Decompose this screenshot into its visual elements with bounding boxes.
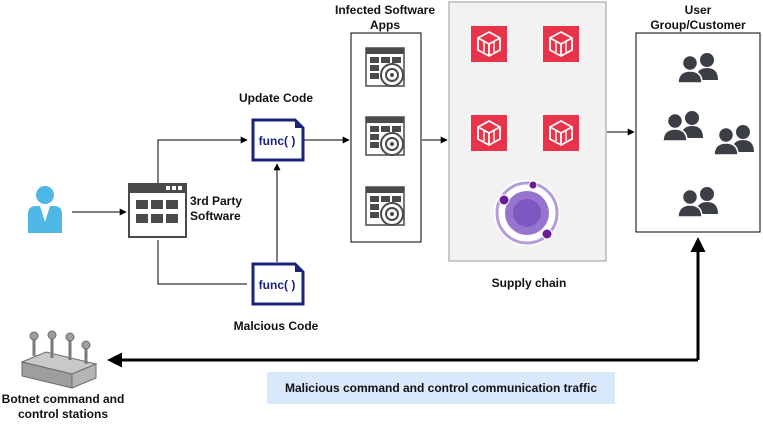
- traffic-label: Malicious command and control communicat…: [285, 381, 597, 395]
- update-code-func-text: func( ): [259, 134, 296, 148]
- third-party-label-line2: Software: [190, 209, 241, 223]
- botnet-station-icon: [20, 330, 98, 389]
- edge-3rd-party-to-update: [157, 136, 248, 183]
- infected-app-icon: [365, 186, 405, 226]
- third-party-software-icon: [128, 183, 187, 238]
- malicious-code-func-icon: func( ): [251, 262, 305, 306]
- supply-chain-hub-icon: [494, 180, 560, 246]
- edge-3rd-party-to-malicious: [157, 240, 247, 285]
- malicious-code-label: Malcious Code: [234, 319, 319, 333]
- infected-app-icon: [365, 116, 405, 156]
- attacker-user-icon: [28, 186, 62, 233]
- infected-app-icon: [365, 47, 405, 87]
- user-group-label-line1: User: [685, 3, 712, 17]
- botnet-label-line2: control stations: [18, 407, 108, 421]
- update-code-label: Update Code: [239, 91, 313, 105]
- update-code-func-icon: func( ): [251, 118, 305, 162]
- supply-chain-service-icon: [470, 25, 508, 63]
- supply-chain-service-icon: [542, 114, 580, 152]
- supply-chain-service-icon: [542, 25, 580, 63]
- malicious-code-func-text: func( ): [259, 278, 296, 292]
- traffic-label-box: [267, 372, 615, 404]
- supply-chain-label: Supply chain: [492, 276, 567, 290]
- supply-chain-service-icon: [470, 114, 508, 152]
- infected-apps-label-line1: Infected Software: [335, 3, 435, 17]
- botnet-label-line1: Botnet command and: [2, 392, 125, 406]
- user-group-label-line2: Group/Customer: [650, 18, 746, 32]
- infected-apps-label-line2: Apps: [370, 18, 400, 32]
- third-party-label-line1: 3rd Party: [190, 194, 242, 208]
